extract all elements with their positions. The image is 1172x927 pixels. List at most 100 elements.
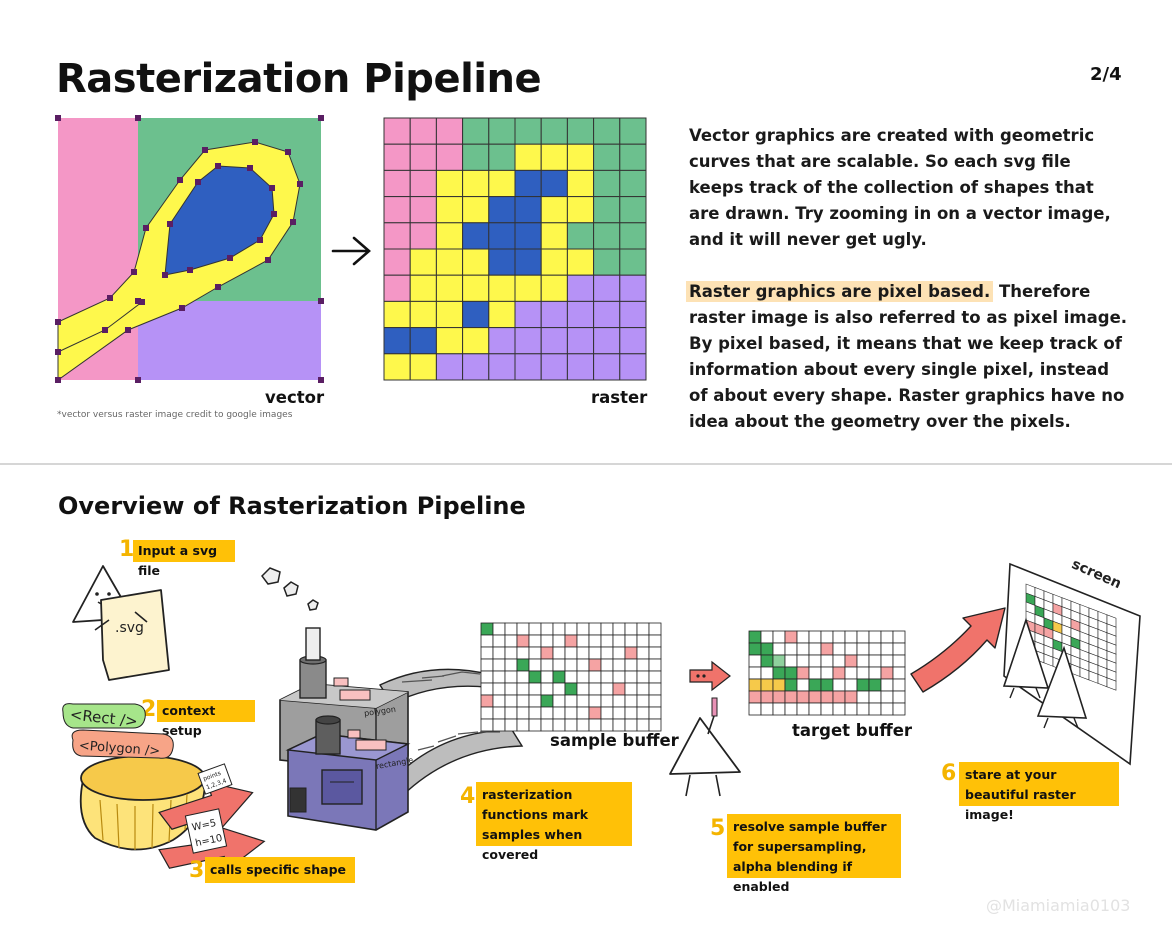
raster-pixel xyxy=(462,143,490,171)
buffer-cell xyxy=(564,682,578,696)
buffer-cell xyxy=(516,706,530,720)
buffer-cell xyxy=(540,622,554,636)
buffer-cell xyxy=(564,646,578,660)
image-credit: *vector versus raster image credit to go… xyxy=(57,410,293,420)
buffer-cell xyxy=(516,682,530,696)
buffer-cell xyxy=(588,706,602,720)
buffer-cell xyxy=(588,670,602,684)
raster-pixel xyxy=(593,300,621,329)
raster-pixel xyxy=(488,327,516,355)
buffer-cell xyxy=(760,642,774,656)
raster-pixel xyxy=(488,143,516,171)
buffer-cell xyxy=(540,634,554,648)
buffer-cell xyxy=(528,718,542,732)
buffer-cell xyxy=(516,694,530,708)
raster-pixel xyxy=(540,248,568,276)
buffer-cell xyxy=(820,654,834,668)
raster-pixel xyxy=(593,222,621,250)
buffer-cell xyxy=(760,702,774,716)
buffer-cell xyxy=(492,634,506,648)
buffer-cell xyxy=(540,658,554,672)
raster-pixel xyxy=(435,274,464,302)
buffer-cell xyxy=(492,718,506,732)
buffer-cell xyxy=(636,682,650,696)
buffer-cell xyxy=(540,682,554,696)
buffer-cell xyxy=(648,634,662,648)
buffer-cell xyxy=(552,658,566,672)
buffer-cell xyxy=(844,702,858,716)
buffer-cell xyxy=(636,646,650,660)
buffer-cell xyxy=(528,646,542,660)
buffer-cell xyxy=(492,682,506,696)
buffer-cell xyxy=(856,702,870,716)
step-1-label: Input a svg file xyxy=(133,540,235,578)
raster-pixel xyxy=(488,196,516,224)
buffer-cell xyxy=(796,678,810,692)
buffer-cell xyxy=(748,690,762,704)
raster-pixel xyxy=(514,143,542,171)
buffer-cell xyxy=(624,694,638,708)
raster-pixel xyxy=(619,117,647,145)
buffer-cell xyxy=(528,706,542,720)
buffer-cell xyxy=(576,706,590,720)
buffer-cell xyxy=(868,630,882,644)
buffer-cell xyxy=(820,666,834,680)
buffer-cell xyxy=(868,678,882,692)
raster-pixel xyxy=(514,327,542,355)
polygon-machine-label: polygon xyxy=(364,705,397,718)
buffer-cell xyxy=(552,694,566,708)
buffer-cell xyxy=(636,706,650,720)
buffer-cell xyxy=(748,654,762,668)
raster-pixel xyxy=(619,248,647,276)
raster-pixel xyxy=(435,143,464,171)
buffer-cell xyxy=(820,702,834,716)
buffer-cell xyxy=(808,630,822,644)
buffer-cell xyxy=(820,630,834,644)
buffer-cell xyxy=(880,630,894,644)
buffer-cell xyxy=(832,642,846,656)
raster-pixel xyxy=(409,248,437,276)
buffer-cell xyxy=(576,682,590,696)
buffer-cell xyxy=(600,658,614,672)
buffer-cell xyxy=(552,646,566,660)
buffer-cell xyxy=(760,690,774,704)
buffer-cell xyxy=(540,646,554,660)
buffer-cell xyxy=(588,718,602,732)
raster-pixel xyxy=(540,353,568,381)
buffer-cell xyxy=(844,666,858,680)
buffer-cell xyxy=(600,670,614,684)
buffer-cell xyxy=(624,658,638,672)
vector-purple-region xyxy=(138,301,321,380)
buffer-cell xyxy=(832,678,846,692)
buffer-cell xyxy=(588,622,602,636)
raster-pixel xyxy=(435,117,464,145)
buffer-cell xyxy=(856,630,870,644)
buffer-cell xyxy=(796,654,810,668)
raster-pixel xyxy=(462,222,490,250)
buffer-cell xyxy=(772,654,786,668)
raster-pixel xyxy=(540,169,568,198)
raster-pixel xyxy=(409,327,437,355)
buffer-cell xyxy=(892,678,906,692)
buffer-cell xyxy=(612,718,626,732)
step-3-number: 3 xyxy=(189,858,205,883)
width-note: W=5 xyxy=(191,818,217,834)
raster-pixel xyxy=(435,300,464,329)
raster-pixel xyxy=(619,222,647,250)
buffer-cell xyxy=(540,670,554,684)
buffer-cell xyxy=(564,634,578,648)
raster-pixel xyxy=(566,117,595,145)
rasterization-machines: polygon rectangle xyxy=(279,627,524,831)
raster-pixel xyxy=(462,248,490,276)
svg-file-illustration: .svg xyxy=(72,565,170,681)
buffer-cell xyxy=(480,622,494,636)
buffer-cell xyxy=(856,642,870,656)
buffer-cell xyxy=(784,630,798,644)
buffer-cell xyxy=(588,646,602,660)
buffer-cell xyxy=(784,654,798,668)
buffer-cell xyxy=(612,694,626,708)
buffer-cell xyxy=(856,690,870,704)
buffer-cell xyxy=(576,718,590,732)
buffer-cell xyxy=(528,634,542,648)
buffer-cell xyxy=(624,706,638,720)
